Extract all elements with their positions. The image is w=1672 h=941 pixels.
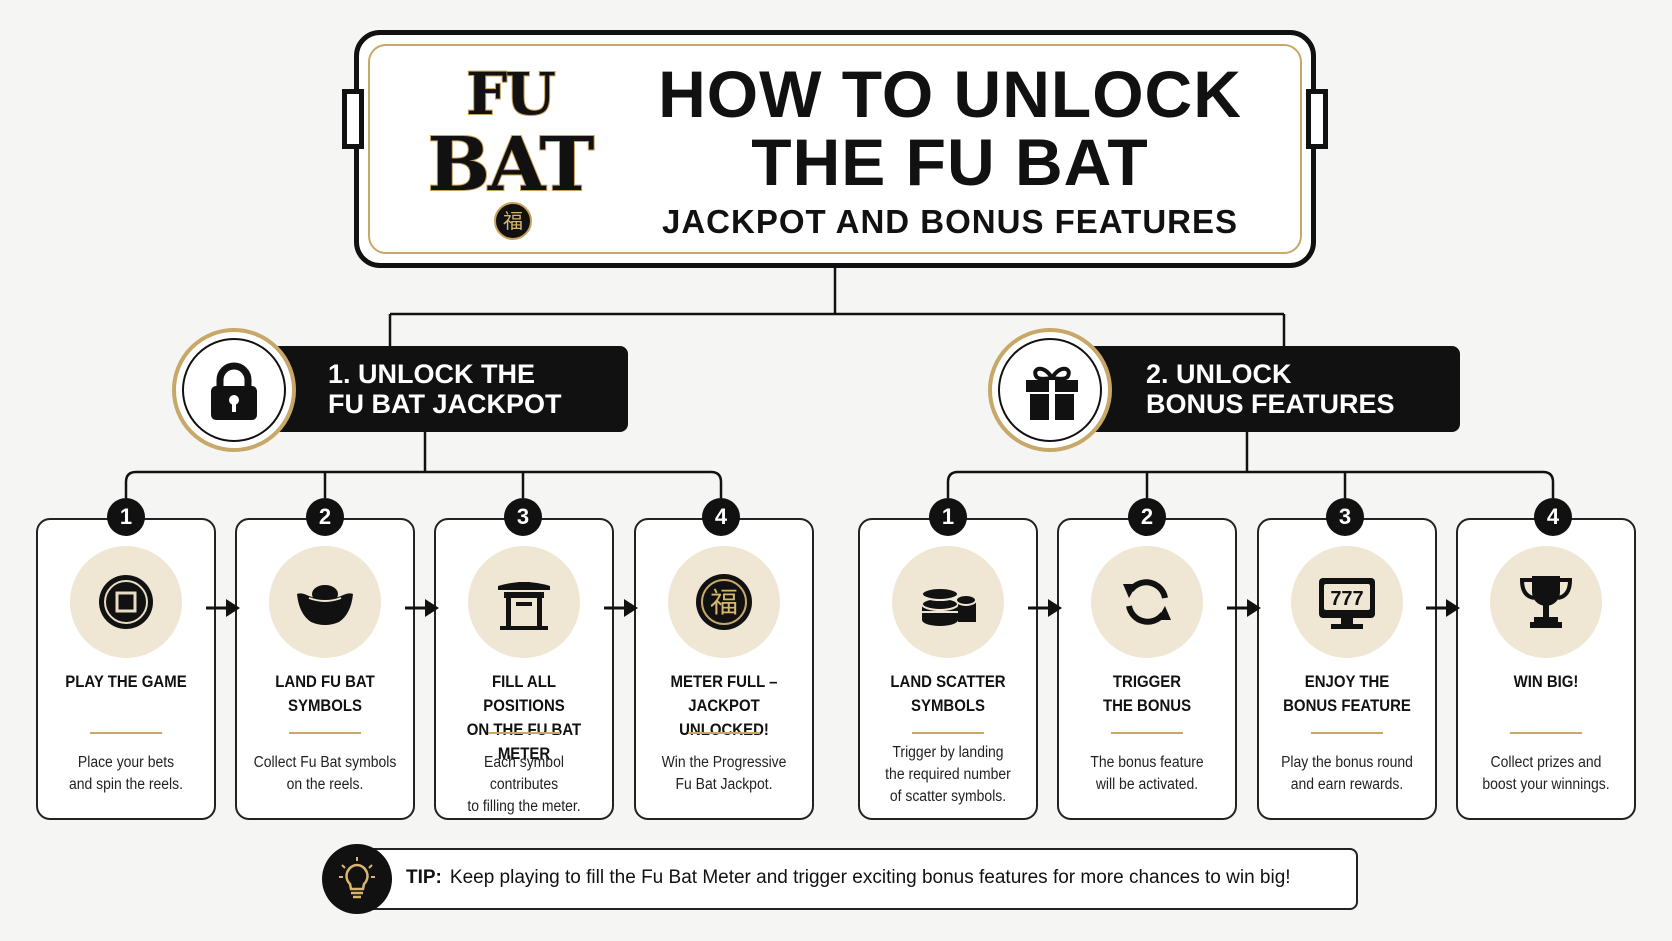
tip-message: Keep playing to fill the Fu Bat Meter an… [449,867,1291,888]
step-title-line1: WIN BIG! [1513,672,1579,691]
page-title-line1: HOW TO UNLOCK [658,57,1242,131]
tip-bar [360,848,1358,910]
gold-ingot-icon [297,585,353,625]
step-title-line1: FILL ALL POSITIONS [483,672,565,715]
coin-stack-icon [921,587,977,626]
step-card-fill-meter: FILL ALL POSITIONS ON THE FU BAT METER Ea… [434,518,614,820]
step-desc-line1: Collect prizes and [1490,754,1602,771]
step-title-line2: BONUS FEATURE [1283,696,1411,715]
page-title-line2: THE FU BAT [751,125,1149,199]
fu-bat-logo: FU BAT 福 [404,56,616,246]
step-desc-line1: Place your bets [77,754,175,771]
step-desc-line2: and earn rewards. [1290,776,1404,793]
step-desc-line2: and spin the reels. [68,776,183,793]
step-title-line2: JACKPOT UNLOCKED! [679,696,769,739]
arrow-right-icon [604,599,638,617]
gift-badge [988,328,1112,452]
step-title-line2: THE BONUS [1102,696,1192,715]
section-title-line2: BONUS FEATURES [1146,389,1395,419]
step-desc-line1: Collect Fu Bat symbols [253,754,397,771]
step-card-win-big: WIN BIG! Collect prizes and boost your wi… [1456,518,1636,820]
step-card-land-scatter-symbols: LAND SCATTER SYMBOLS Trigger by landing th… [858,518,1038,820]
plaque-notch-left [342,89,364,149]
step-number-badge: 4 [1534,498,1572,536]
slot-machine-icon: 777 [1319,578,1375,629]
tip-text: TIP: Keep playing to fill the Fu Bat Mete… [406,866,1291,890]
step-desc-line2: Fu Bat Jackpot. [675,776,773,793]
step-card-play-the-game: PLAY THE GAME Place your bets and spin th… [36,518,216,820]
step-desc-line2: on the reels. [286,776,364,793]
step-title-line2: SYMBOLS [911,696,985,715]
section-title-line1: 1. UNLOCK THE [328,359,536,389]
page-subtitle: JACKPOT AND BONUS FEATURES [661,203,1239,240]
temple-gate-icon [498,582,550,630]
tip-label: TIP: [406,867,442,888]
step-card-land-fu-bat-symbols: LAND FU BAT SYMBOLS Collect Fu Bat symbol… [235,518,415,820]
step-number-badge: 1 [929,498,967,536]
logo-seal: 福 [494,202,532,240]
logo-fu-text: FU [465,59,557,129]
arrow-right-icon [1227,599,1261,617]
lock-badge [172,328,296,452]
arrow-right-icon [1028,599,1062,617]
medallion-fu-glyph: 福 [710,586,738,619]
step-card-enjoy-bonus-feature: 777 ENJOY THE BONUS FEATURE Play the bonu… [1257,518,1437,820]
step-title-line1: LAND SCATTER [890,672,1006,691]
step-title-line1: METER FULL – [670,672,778,691]
slot-reels-text: 777 [1330,588,1363,610]
step-desc-line1: Win the Progressive [661,754,787,771]
step-desc-line1: Play the bonus round [1281,754,1413,771]
step-number-badge: 3 [504,498,542,536]
lightbulb-icon [339,857,375,899]
step-card-trigger-the-bonus: TRIGGER THE BONUS The bonus feature will b… [1057,518,1237,820]
section-title-line1: 2. UNLOCK [1146,359,1292,389]
tip-badge [322,844,392,914]
lock-icon [211,362,257,420]
coin-icon [99,575,153,629]
step-number-badge: 2 [306,498,344,536]
step-number-badge: 1 [107,498,145,536]
section-banner-bonus: 2. UNLOCK BONUS FEATURES [1062,346,1460,432]
step-title-line2: ON THE FU BAT METER [466,720,582,763]
step-desc-line2: boost your winnings. [1482,776,1610,793]
step-desc-line3: of scatter symbols. [889,788,1007,805]
step-number-badge: 3 [1326,498,1364,536]
arrow-right-icon [206,599,240,617]
step-card-jackpot-unlocked: 福 METER FULL – JACKPOT UNLOCKED! Win the … [634,518,814,820]
fu-medallion-icon: 福 [696,574,752,630]
step-title-line1: ENJOY THE [1304,672,1390,691]
step-title-line1: LAND FU BAT [275,672,375,691]
step-title-line2: SYMBOLS [288,696,362,715]
step-desc-line1: The bonus feature [1090,754,1204,771]
refresh-icon [1123,579,1171,625]
step-desc-line2: to filling the meter. [467,798,581,815]
step-desc-line1: Trigger by landing [892,744,1004,761]
trophy-icon [1519,576,1573,628]
arrow-right-icon [1426,599,1460,617]
step-desc-line1: Each symbol contributes [484,754,564,793]
plaque-notch-right [1306,89,1328,149]
gift-icon [1026,366,1078,420]
step-title-line1: TRIGGER [1112,672,1182,691]
step-number-badge: 4 [702,498,740,536]
step-desc-line2: the required number [885,766,1011,783]
arrow-right-icon [405,599,439,617]
section-banner-jackpot: 1. UNLOCK THE FU BAT JACKPOT [240,346,628,432]
step-title-line1: PLAY THE GAME [65,672,187,691]
step-number-badge: 2 [1128,498,1166,536]
section-title-line2: FU BAT JACKPOT [328,389,562,419]
step-desc-line2: will be activated. [1095,776,1199,793]
logo-bat-text: BAT [427,121,596,209]
